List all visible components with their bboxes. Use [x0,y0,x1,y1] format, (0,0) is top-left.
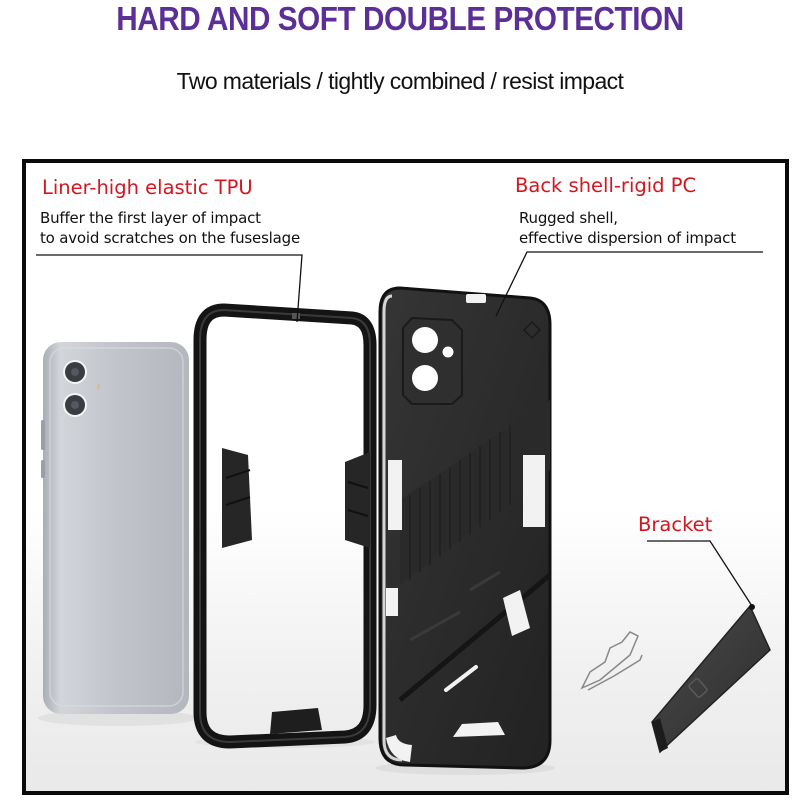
pc-back-shell [375,286,555,775]
shell-desc-line2: effective dispersion of impact [519,229,736,247]
callout-line-liner [36,254,303,323]
page-subtitle: Two materials / tightly combined / resis… [176,68,624,94]
liner-label: Liner-high elastic TPU [42,176,253,199]
metal-hinge [580,631,643,691]
shell-desc-line1: Rugged shell, [519,209,618,227]
kickstand-bracket [651,604,771,754]
camera-lens-icon [63,393,87,417]
camera-lens-icon [63,360,87,384]
shell-label: Back shell-rigid PC [515,174,697,197]
tpu-liner-frame [193,303,377,749]
callout-line-shell [495,251,763,317]
page-title: HARD AND SOFT DOUBLE PROTECTION [116,0,684,37]
phone-illustration [38,342,198,726]
bracket-label: Bracket [638,513,713,536]
callout-line-bracket [647,540,753,607]
liner-desc-line2: to avoid scratches on the fuseslage [40,229,300,247]
liner-desc-line1: Buffer the first layer of impact [40,209,261,227]
